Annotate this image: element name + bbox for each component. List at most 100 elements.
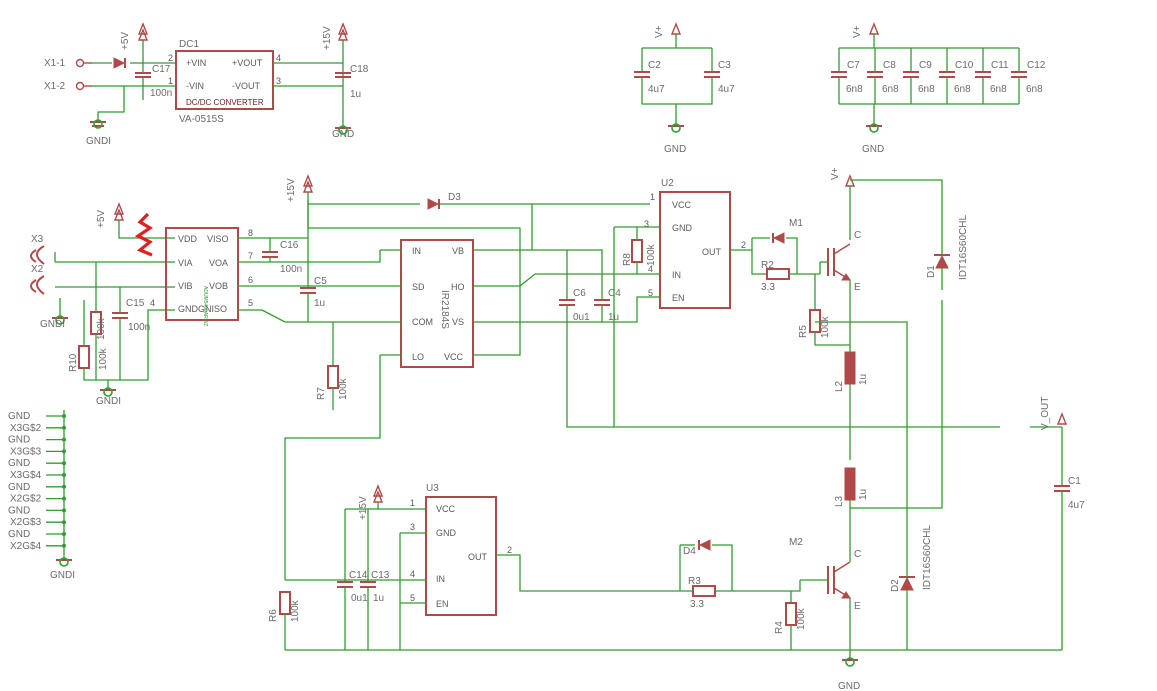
r6-name: R6 (268, 609, 279, 622)
c18-name: C18 (350, 64, 369, 75)
d2-diode-icon[interactable] (900, 576, 914, 591)
x1-2-pin[interactable] (75, 81, 85, 91)
supply-5v-label-b: +5V (96, 210, 107, 228)
c7-name: C7 (847, 60, 860, 71)
d1-diode-icon[interactable] (935, 254, 949, 269)
m2-c-label: C (854, 549, 861, 560)
x3-connector-icon[interactable] (36, 245, 45, 265)
u2-pin-out: OUT (702, 247, 722, 257)
gnd-label-top: GND (332, 129, 354, 140)
ir-pin-vs: VS (452, 317, 464, 327)
u3-pin-out: OUT (468, 552, 488, 562)
d2-name: D2 (890, 579, 901, 592)
dc1-pin-n2: 2 (168, 53, 173, 63)
u3-pin-n5: 5 (410, 593, 415, 603)
r8-body[interactable] (631, 239, 643, 263)
vplus-arrow-icon-m1 (844, 174, 856, 187)
d1-value: IDT16S60CHL (958, 215, 969, 280)
dc1-pin-vin-p: +VIN (186, 58, 206, 68)
r3-name: R3 (688, 576, 701, 587)
c13-value: 1u (373, 593, 384, 604)
connector-x2-label: X2 (31, 264, 44, 275)
c16-name: C16 (280, 240, 299, 251)
iso-pin-vob: VOB (209, 281, 228, 291)
r7-name: R7 (316, 387, 327, 400)
c8-name: C8 (883, 60, 896, 71)
m1-name: M1 (789, 218, 803, 229)
gndi-label-x3: GNDI (40, 319, 65, 330)
u3-box[interactable] (425, 496, 497, 616)
r6-body[interactable] (279, 591, 291, 615)
u3-section: U3 VCC GND IN EN OUT 1 3 4 5 2 +15V C14 … (268, 483, 1062, 651)
m1-c-label: C (854, 230, 861, 241)
supply-15v-label-top: +15V (322, 26, 333, 50)
adum-isolator-box[interactable] (165, 227, 239, 321)
iso-pin-voa: VOA (209, 258, 228, 268)
m2-e-label: E (854, 601, 861, 612)
r10-body[interactable] (78, 345, 90, 369)
x2-connector-icon[interactable] (36, 275, 45, 295)
gnd-list-label: GND (8, 505, 30, 516)
c7-value: 6n8 (846, 84, 863, 95)
gnd-list-label: X2G$4 (10, 541, 42, 552)
gnd-list-label: X3G$2 (10, 423, 42, 434)
vplus-label-a: V+ (654, 25, 665, 38)
m2-name: M2 (789, 537, 803, 548)
supply-15v-label-b: +15V (286, 178, 297, 202)
l2-inductor[interactable] (844, 351, 856, 385)
r7-value: 100k (338, 377, 349, 400)
input-diode-icon (113, 57, 126, 69)
r8-value: 100k (646, 243, 657, 266)
r4-value: 100k (796, 607, 807, 630)
d4-name: D4 (683, 546, 696, 557)
ir-chip-name: IR2184S (439, 290, 450, 329)
gnd-list-label: GND (8, 458, 30, 469)
dc1-pin-n1: 1 (168, 76, 173, 86)
c16-value: 100n (280, 264, 302, 275)
u2-pin-in: IN (672, 270, 681, 280)
x1-1-pin[interactable] (75, 58, 85, 68)
iso-pin-vib: VIB (178, 281, 193, 291)
dc1-pin-vout-n: -VOUT (232, 81, 261, 91)
u3-pin-en: EN (436, 599, 449, 609)
r5-body[interactable] (809, 309, 821, 333)
gndi-label-iso: GNDI (96, 396, 121, 407)
u2-pin-gnd: GND (672, 223, 693, 233)
r10-name: R10 (68, 353, 79, 372)
gnd-list-label: GND (8, 529, 30, 540)
c15-value: 100n (128, 322, 150, 333)
ir2184s-box[interactable] (400, 239, 474, 368)
c6-value: 0u1 (573, 312, 590, 323)
ir-pin-vb: VB (452, 246, 464, 256)
dc1-pin-vout-p: +VOUT (232, 58, 263, 68)
dc1-box[interactable] (175, 50, 274, 110)
l2-name: L2 (834, 380, 845, 392)
l3-inductor[interactable] (844, 467, 856, 501)
gnd-label-c7c12: GND (862, 144, 884, 155)
supply-5v-label: +5V (120, 32, 131, 50)
red-highlight-mark (134, 212, 153, 257)
vout-label: V_OUT (1040, 397, 1051, 430)
dc1-value: VA-0515S (179, 114, 224, 125)
dc1-pin-n3: 3 (276, 76, 281, 86)
iso-vendor-text: ADUM5400ARWZ (202, 286, 208, 326)
r3-body[interactable] (692, 585, 716, 597)
r4-body[interactable] (785, 602, 797, 626)
u3-pin-n4: 4 (410, 569, 415, 579)
u3-name: U3 (426, 483, 439, 494)
d2-value: IDT16S60CHL (922, 525, 933, 590)
isolator-section: X3 X2 GNDI +5V R10 100k 100k C15 (30, 174, 521, 580)
c13-name: C13 (371, 570, 390, 581)
ir-pin-sd: SD (412, 282, 425, 292)
r7-body[interactable] (327, 365, 339, 389)
supply-15v-arrow-icon-b (302, 174, 314, 187)
iso-pin-n6: 6 (248, 275, 253, 285)
m1-gate-diode-icon (772, 232, 785, 244)
gnd-list-label: X3G$4 (10, 470, 42, 481)
u3-pin-in: IN (436, 574, 445, 584)
c1-name: C1 (1068, 476, 1081, 487)
c17-name: C17 (152, 64, 171, 75)
u3-pin-gnd: GND (436, 528, 457, 538)
